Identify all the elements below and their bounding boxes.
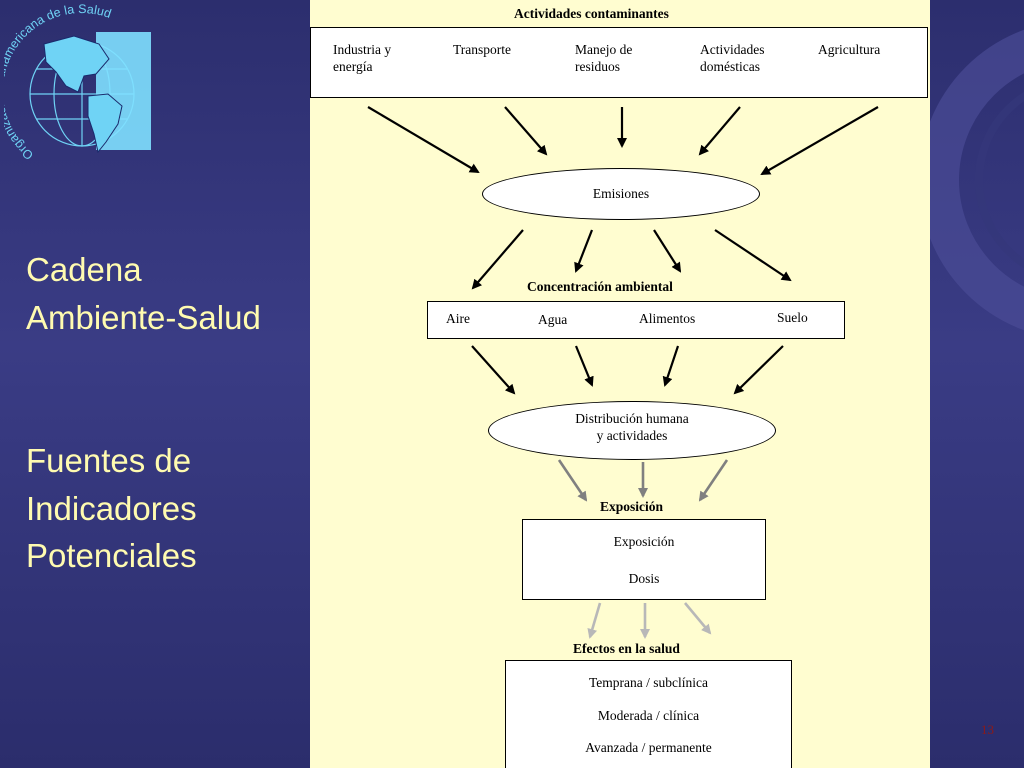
subtitle-line-3: Potenciales xyxy=(26,537,197,574)
media-water: Agua xyxy=(538,312,568,327)
title-line-2: Ambiente-Salud xyxy=(26,299,261,336)
media-food: Alimentos xyxy=(639,311,696,326)
effect-early: Temprana / subclínica xyxy=(588,675,708,690)
subtitle-line-1: Fuentes de xyxy=(26,442,192,479)
concentration-header: Concentración ambiental xyxy=(527,279,673,294)
emissions-ellipse xyxy=(482,168,760,220)
activity-agriculture: Agricultura xyxy=(818,42,881,57)
media-box xyxy=(427,301,845,339)
distribution-label: Distribución humana y actividades xyxy=(575,411,689,443)
dose-label: Dosis xyxy=(628,571,660,586)
subtitle-line-2: Indicadores xyxy=(26,490,197,527)
activity-transport: Transporte xyxy=(453,42,512,57)
activities-box xyxy=(310,27,928,98)
exposure-label: Exposición xyxy=(613,534,675,549)
emissions-label: Emisiones xyxy=(592,186,650,201)
effect-advanced: Avanzada / permanente xyxy=(585,740,712,755)
slide-number: 13 xyxy=(981,722,994,737)
media-soil: Suelo xyxy=(777,310,808,325)
seal-watermark xyxy=(929,0,1024,768)
media-air: Aire xyxy=(446,311,470,326)
distribution-ellipse xyxy=(488,401,776,460)
effects-box xyxy=(505,660,792,768)
paho-logo: Organización Panamericana de la Salud xyxy=(0,2,154,164)
effects-header: Efectos en la salud xyxy=(573,641,680,656)
exposure-box xyxy=(522,519,766,600)
activities-header: Actividades contaminantes xyxy=(514,6,669,21)
diagram-arrows xyxy=(367,106,879,743)
title-line-1: Cadena xyxy=(26,251,142,288)
exposure-header: Exposición xyxy=(600,499,664,514)
effect-moderate: Moderada / clínica xyxy=(597,708,700,723)
